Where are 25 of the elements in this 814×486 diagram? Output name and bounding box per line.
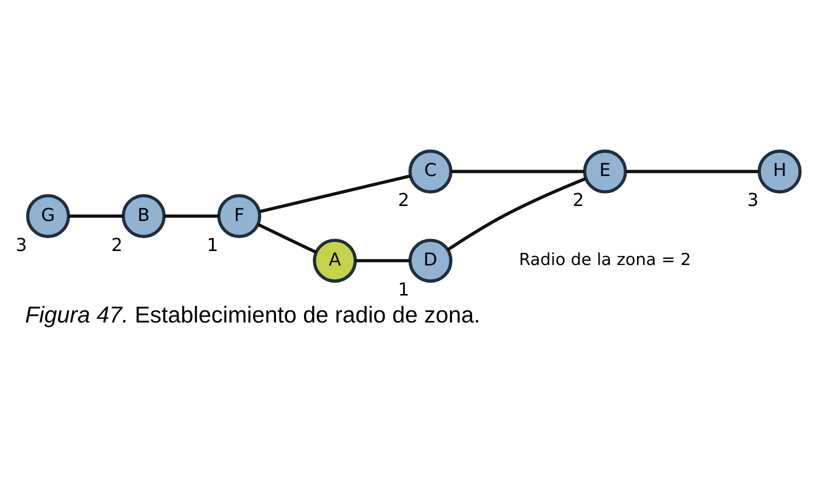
node-circle: H xyxy=(757,149,802,193)
connector xyxy=(450,169,584,173)
node-label: 3 xyxy=(746,190,758,211)
node-label: 2 xyxy=(110,234,122,256)
connector xyxy=(68,214,123,218)
node-label: 1 xyxy=(398,278,409,300)
connector xyxy=(354,258,410,262)
caption: Figura 47. Establecimiento de radio de zona. xyxy=(24,300,480,327)
connector xyxy=(164,214,218,218)
node-label: 1 xyxy=(206,234,218,256)
connector xyxy=(625,169,758,173)
node-circle: A xyxy=(312,238,356,282)
node-circle: B xyxy=(121,194,166,238)
connector xyxy=(446,176,586,251)
node-label: 3 xyxy=(15,234,26,256)
node-circle: D xyxy=(408,238,452,282)
node-circle: C xyxy=(408,149,452,193)
label: Radio de la zona = 2 xyxy=(518,250,691,269)
connector xyxy=(258,174,410,213)
node-circle: F xyxy=(216,194,261,238)
node-circle: G xyxy=(26,194,70,238)
connector xyxy=(256,222,316,254)
node-label: 2 xyxy=(398,190,409,211)
node-label: 2 xyxy=(572,190,584,211)
node-circle: E xyxy=(582,149,627,193)
